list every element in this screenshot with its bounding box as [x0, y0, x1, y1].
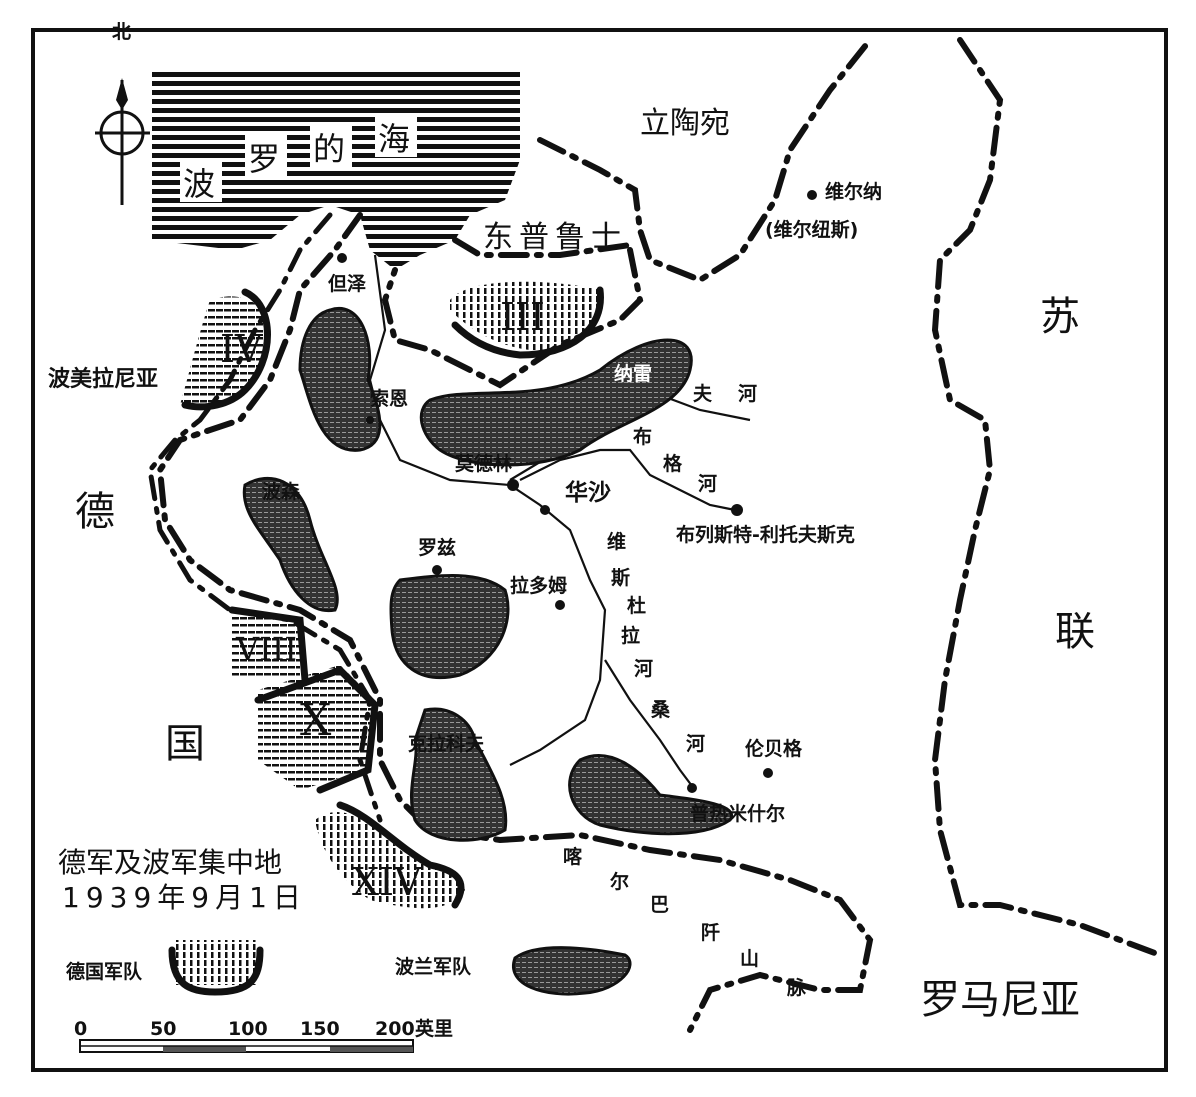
legend-polish-swatch [511, 946, 632, 996]
city-dots [337, 190, 817, 793]
north-compass-icon [95, 78, 150, 205]
sea-label-char: 波 [183, 165, 215, 203]
carpathians-label-char: 喀 [563, 845, 582, 868]
polish-army-krakow [410, 707, 508, 842]
city-vilnius: (维尔纽斯) [765, 218, 858, 241]
city-modlin: 莫德林 [455, 452, 512, 475]
germany-label-char: 国 [165, 721, 205, 767]
scale-tick-label: 150 [300, 1018, 340, 1040]
city-thorn: 索恩 [370, 387, 408, 410]
river-narew-label: 夫 [693, 383, 713, 405]
city-krakow: 克拉科夫 [408, 732, 485, 755]
scale-unit-label: 英里 [415, 1017, 453, 1040]
bug-river [519, 448, 736, 512]
baltic-sea [152, 72, 520, 270]
east-prussia-border [381, 237, 644, 389]
polish-army-modlin-narew [419, 338, 693, 467]
army-label-iv: IV [220, 327, 263, 371]
carpathians-label-char: 阡 [701, 922, 720, 944]
scale-tick-label: 200 [375, 1018, 415, 1040]
western-border [156, 212, 874, 1033]
city-radom: 拉多姆 [510, 574, 567, 597]
army-label-xiv: XIV [352, 860, 422, 904]
carpathians-label-char: 尔 [610, 870, 629, 893]
german-army-3-edge [451, 286, 604, 359]
polish-army-karpaty [568, 754, 734, 836]
river-narew-label: 纳雷 [614, 362, 652, 385]
german-army-3-area [450, 281, 600, 351]
river-vistula-label: 斯 [611, 566, 630, 589]
river-bug-label: 河 [698, 473, 717, 495]
german-army-8-area [232, 610, 300, 680]
german-army-14-area [315, 811, 465, 909]
army-label-iii: III [500, 295, 545, 339]
east-prussia-label: 东普鲁士 [483, 220, 627, 255]
legend-german-swatch-edge [168, 946, 264, 996]
sea-label-char: 罗 [248, 140, 280, 178]
german-army-10-edge [254, 665, 379, 794]
scale-bar [79, 1039, 414, 1053]
river-bug-label: 格 [663, 452, 683, 475]
river-vistula-label: 拉 [621, 624, 640, 647]
scale-tick-label: 50 [150, 1018, 176, 1040]
city-lodz: 罗兹 [418, 536, 456, 559]
river-san-label: 河 [686, 733, 705, 755]
german-army-4-edge [181, 288, 271, 411]
river-bug-label: 布 [633, 425, 652, 448]
city-vilna: 维尔纳 [825, 180, 882, 203]
german-army-8-edge [228, 606, 309, 684]
lithuania-label: 立陶宛 [640, 106, 730, 141]
germany-label-char: 德 [75, 489, 115, 535]
river-vistula-label: 杜 [627, 594, 646, 617]
german-armies [180, 281, 604, 909]
scale-tick-label: 0 [74, 1018, 87, 1040]
city-poznan: 波森 [262, 480, 301, 503]
polish-armies [242, 306, 734, 842]
legend-polish-label: 波兰军队 [395, 955, 472, 978]
city-brest: 布列斯特-利托夫斯克 [676, 523, 855, 546]
ussr-label-char: 苏 [1040, 294, 1080, 340]
river-vistula-label: 河 [634, 658, 653, 680]
german-army-14-edge [336, 801, 465, 909]
river-vistula-label: 维 [607, 530, 626, 553]
poland-border [537, 37, 1163, 958]
carpathians-label-char: 山 [740, 948, 759, 970]
city-danzig: 但泽 [328, 272, 366, 295]
romania-label: 罗马尼亚 [920, 977, 1080, 1023]
legend-german-swatch [172, 940, 258, 985]
sea-label-char: 的 [313, 130, 345, 168]
army-label-viii: VIII [235, 630, 297, 668]
pomerania-label: 波美拉尼亚 [48, 366, 158, 392]
ussr-label-char: 联 [1055, 609, 1095, 655]
map-title: 德军及波军集中地 [58, 846, 282, 879]
scale-tick-label: 100 [228, 1018, 268, 1040]
river-san-label: 桑 [651, 699, 671, 721]
german-front-line [147, 212, 383, 823]
army-label-x: X [300, 695, 332, 746]
city-przemysl: 普热米什尔 [690, 802, 785, 825]
carpathians-label-char: 脉 [786, 976, 807, 999]
river-narew-label: 河 [738, 383, 757, 405]
san-river [604, 659, 696, 791]
polish-army-pomorze [298, 306, 382, 452]
german-army-4-area [180, 296, 270, 406]
city-warsaw: 华沙 [565, 479, 611, 506]
polish-army-lodz [389, 574, 510, 680]
sea-label-char: 海 [378, 120, 410, 158]
legend-german-label: 德国军队 [66, 960, 143, 983]
compass-north-label: 北 [112, 21, 131, 43]
map-date: 1939年9月1日 [62, 881, 307, 914]
carpathians-label-char: 巴 [650, 894, 669, 916]
german-army-10-area [258, 665, 375, 790]
city-lemberg: 伦贝格 [745, 737, 803, 760]
polish-army-poznan [242, 476, 339, 613]
